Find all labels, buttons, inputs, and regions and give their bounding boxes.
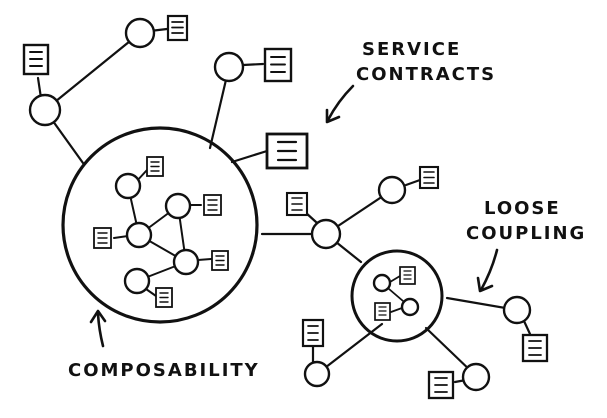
service-node: [213, 51, 245, 83]
service-node: [124, 17, 156, 49]
edge-contract-link: [404, 178, 422, 187]
contract-icon: [374, 302, 391, 321]
contract-icon: [265, 132, 309, 170]
contract-icon: [166, 14, 189, 42]
service-node: [372, 273, 392, 293]
contract-icon: [211, 250, 229, 271]
contract-icon: [146, 156, 164, 177]
contract-icon: [93, 227, 112, 249]
service-node: [377, 175, 407, 205]
service-node: [164, 192, 192, 220]
composite-service-small: [350, 249, 444, 343]
service-node: [172, 248, 200, 276]
loose-coupling-label-line1: LOOSE: [484, 198, 561, 219]
contract-icon: [203, 194, 222, 216]
service-node: [502, 295, 532, 325]
contract-icon: [263, 47, 293, 83]
service-node: [114, 172, 142, 200]
edge-small-composite-to-bottom-right-service: [424, 326, 476, 376]
service-node: [461, 362, 491, 392]
edge-contract-link: [522, 319, 532, 336]
service-contracts-label-line1: SERVICE: [362, 39, 461, 60]
composability-label: COMPOSABILITY: [68, 360, 260, 381]
contract-icon: [418, 165, 440, 190]
contract-icon: [399, 266, 416, 285]
service-node: [123, 267, 151, 295]
service-contracts-arrow: [326, 84, 355, 122]
service-contracts-arrowhead: [325, 108, 341, 124]
contract-icon: [301, 318, 325, 348]
service-node: [400, 297, 420, 317]
edge-left-service-to-top-service: [43, 31, 142, 112]
service-node: [28, 93, 62, 127]
loose-coupling-arrow: [479, 248, 499, 292]
loose-coupling-label-line2: COUPLING: [466, 223, 586, 244]
composability-arrow: [96, 312, 105, 348]
composite-service-large: [61, 126, 259, 324]
composability-arrowhead: [89, 309, 107, 324]
annotation-arrows: [89, 84, 499, 348]
contract-icon: [427, 370, 455, 400]
contract-icon: [22, 43, 50, 76]
contract-icon: [155, 287, 173, 308]
service-node: [303, 360, 331, 388]
loose-coupling-arrowhead: [476, 276, 494, 293]
service-contracts-label-line2: CONTRACTS: [356, 64, 496, 85]
service-node: [125, 221, 153, 249]
service-node: [310, 218, 342, 250]
contract-icon: [285, 191, 309, 217]
contract-icon: [521, 333, 549, 363]
edge-big-composite-to-contract: [230, 149, 269, 164]
edge-contract-link: [241, 62, 265, 67]
